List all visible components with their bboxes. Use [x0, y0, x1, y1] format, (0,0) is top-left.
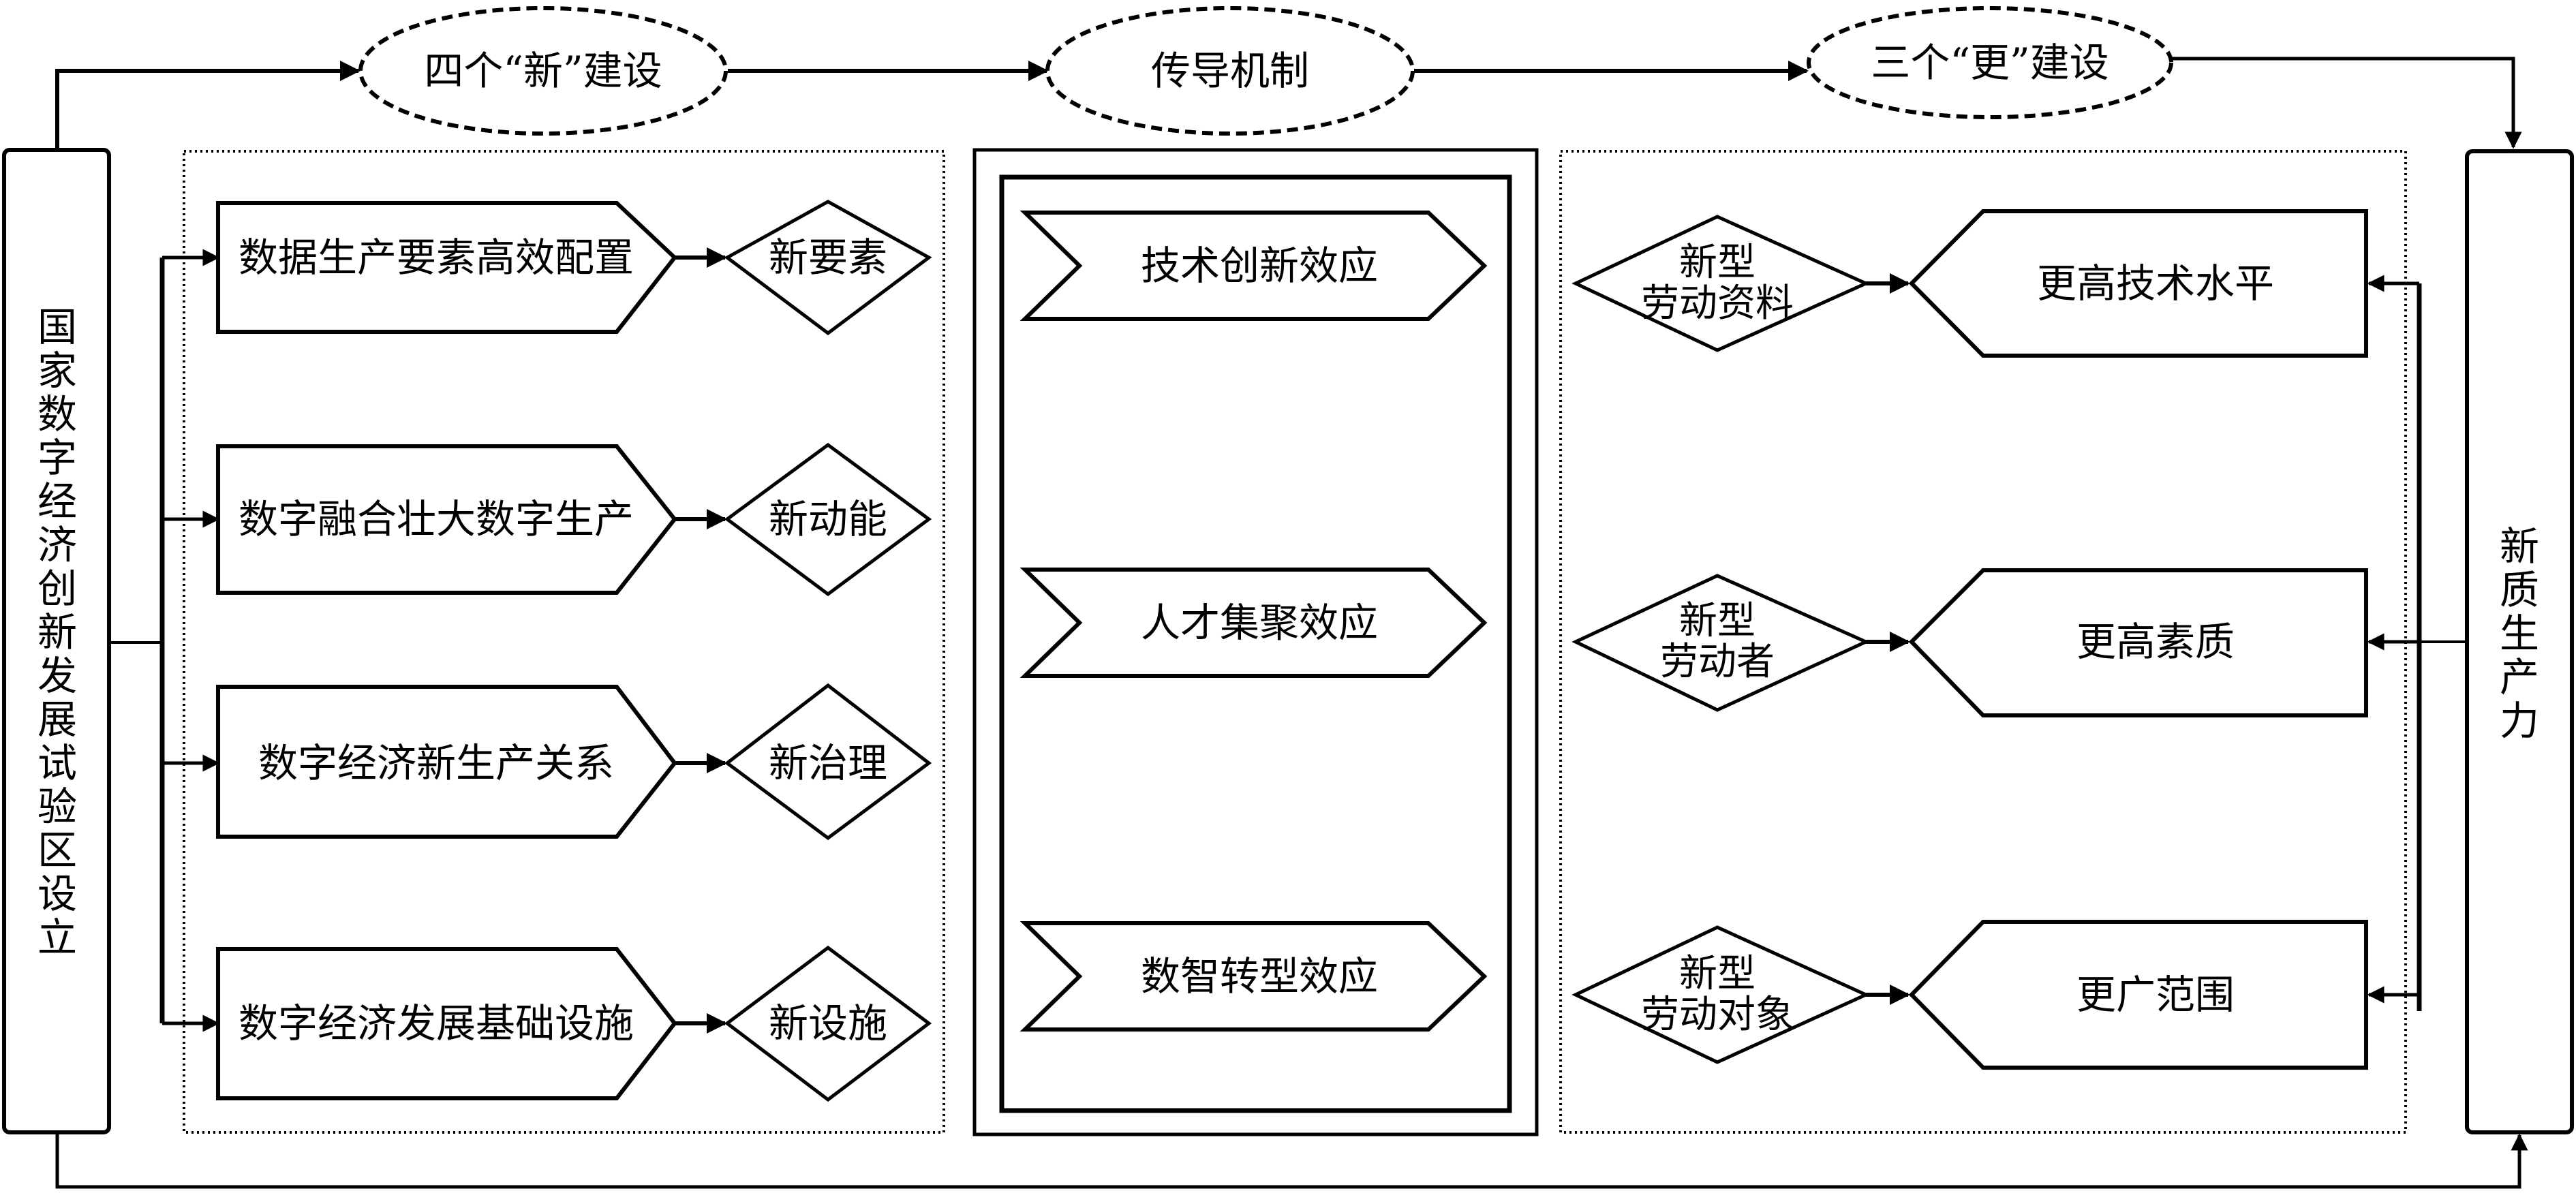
left-outcome-diamond — [724, 683, 932, 841]
right-pillar-char: 力 — [2500, 698, 2539, 744]
left-action-label: 数字融合壮大数字生产 — [239, 496, 634, 542]
left-outcome-label: 新治理 — [769, 740, 887, 786]
left-pillar-char: 家 — [37, 347, 77, 394]
ellipse-three-more: 三个“更”建设 — [1807, 6, 2173, 119]
left-row: 数字经济发展基础设施 新设施 — [162, 945, 932, 1102]
left-action-label: 数据生产要素高效配置 — [239, 234, 634, 281]
middle-effect: 数智转型效应 — [1019, 921, 1488, 1032]
ellipse-four-new-label: 四个“新”建设 — [424, 48, 662, 94]
connector-left-pillar-to-ellipse-1 — [55, 61, 361, 150]
left-pillar-char: 立 — [37, 914, 77, 961]
middle-effect-chevron — [1019, 211, 1488, 321]
left-action-label: 数字经济新生产关系 — [258, 740, 614, 786]
right-target-shape — [1908, 920, 2368, 1070]
right-factor-label-line1: 新型 — [1679, 599, 1755, 643]
right-panel-rows: 新型劳动资料更高技术水平新型劳动者更高素质新型劳动对象更广范围 — [1571, 209, 2419, 1070]
right-pillar-char: 产 — [2500, 654, 2539, 700]
middle-effect-label: 技术创新效应 — [1141, 243, 1378, 289]
left-outcome-diamond — [724, 200, 932, 336]
connector-bottom-feedback — [55, 1132, 2528, 1189]
middle-effect-chevron — [1019, 568, 1488, 678]
middle-effect: 技术创新效应 — [1019, 211, 1488, 321]
left-pillar-char: 字 — [37, 435, 77, 481]
right-pillar-char: 生 — [2500, 610, 2539, 657]
left-pillar-char: 验 — [37, 784, 77, 830]
right-factor-label-line2: 劳动对象 — [1641, 993, 1794, 1037]
middle-effect: 人才集聚效应 — [1019, 568, 1488, 678]
left-pillar-char: 区 — [37, 827, 77, 873]
left-pillar-char: 设 — [37, 871, 77, 917]
left-pillar-char: 展 — [37, 696, 77, 743]
left-pillar-char: 国 — [37, 304, 77, 350]
right-target-shape — [1908, 209, 2368, 358]
ellipse-three-more-label: 三个“更”建设 — [1871, 40, 2109, 86]
left-action-shape — [216, 444, 677, 595]
top-flow-connectors — [55, 57, 2522, 150]
right-factor-label-line1: 新型 — [1679, 241, 1755, 285]
ellipse-transmission-label: 传导机制 — [1151, 48, 1309, 94]
connector-ellipse-3-to-right-pillar — [2172, 57, 2522, 149]
left-panel-rows: 数据生产要素高效配置新要素数字融合壮大数字生产新动能数字经济新生产关系新治理数字… — [162, 200, 932, 1102]
left-row: 数据生产要素高效配置 新要素 — [162, 200, 932, 336]
right-target-label: 更广范围 — [2076, 972, 2235, 1018]
left-action-shape — [216, 685, 677, 839]
left-row: 数字融合壮大数字生产 新动能 — [162, 442, 932, 597]
middle-effect-chevron — [1019, 921, 1488, 1032]
left-outcome-label: 新动能 — [769, 496, 887, 542]
right-factor-label-line2: 劳动资料 — [1641, 281, 1794, 326]
left-action-shape — [216, 947, 677, 1100]
left-action-label: 数字经济发展基础设施 — [239, 1000, 634, 1047]
left-pillar-char: 数 — [37, 391, 77, 437]
left-outcome-label: 新设施 — [769, 1000, 887, 1047]
right-factor-label-line2: 劳动者 — [1660, 640, 1775, 684]
right-target-label: 更高素质 — [2076, 619, 2235, 665]
ellipse-four-new: 四个“新”建设 — [358, 6, 728, 136]
right-target-shape — [1908, 568, 2368, 717]
left-outcome-diamond — [724, 945, 932, 1102]
left-outcome-diamond — [724, 442, 932, 597]
left-pillar-char: 发 — [37, 653, 77, 699]
left-pillar-char: 经 — [37, 478, 77, 525]
left-pillar-char: 创 — [37, 565, 77, 612]
left-action-shape — [216, 201, 678, 334]
left-pillar-char: 试 — [37, 740, 77, 786]
right-factor-label-line1: 新型 — [1679, 952, 1755, 996]
right-pillar-char: 质 — [2500, 567, 2539, 613]
left-pillar-char: 新 — [37, 609, 77, 655]
left-outcome-label: 新要素 — [769, 234, 887, 281]
right-pillar-char: 新 — [2500, 523, 2539, 570]
ellipse-transmission-mechanism: 传导机制 — [1045, 6, 1415, 136]
left-row: 数字经济新生产关系 新治理 — [162, 683, 932, 841]
right-target-label: 更高技术水平 — [2037, 260, 2274, 307]
left-panel-four-new — [183, 150, 945, 1134]
middle-effect-label: 数智转型效应 — [1141, 953, 1378, 1000]
left-pillar-char: 济 — [37, 522, 77, 568]
middle-effect-label: 人才集聚效应 — [1141, 600, 1378, 646]
